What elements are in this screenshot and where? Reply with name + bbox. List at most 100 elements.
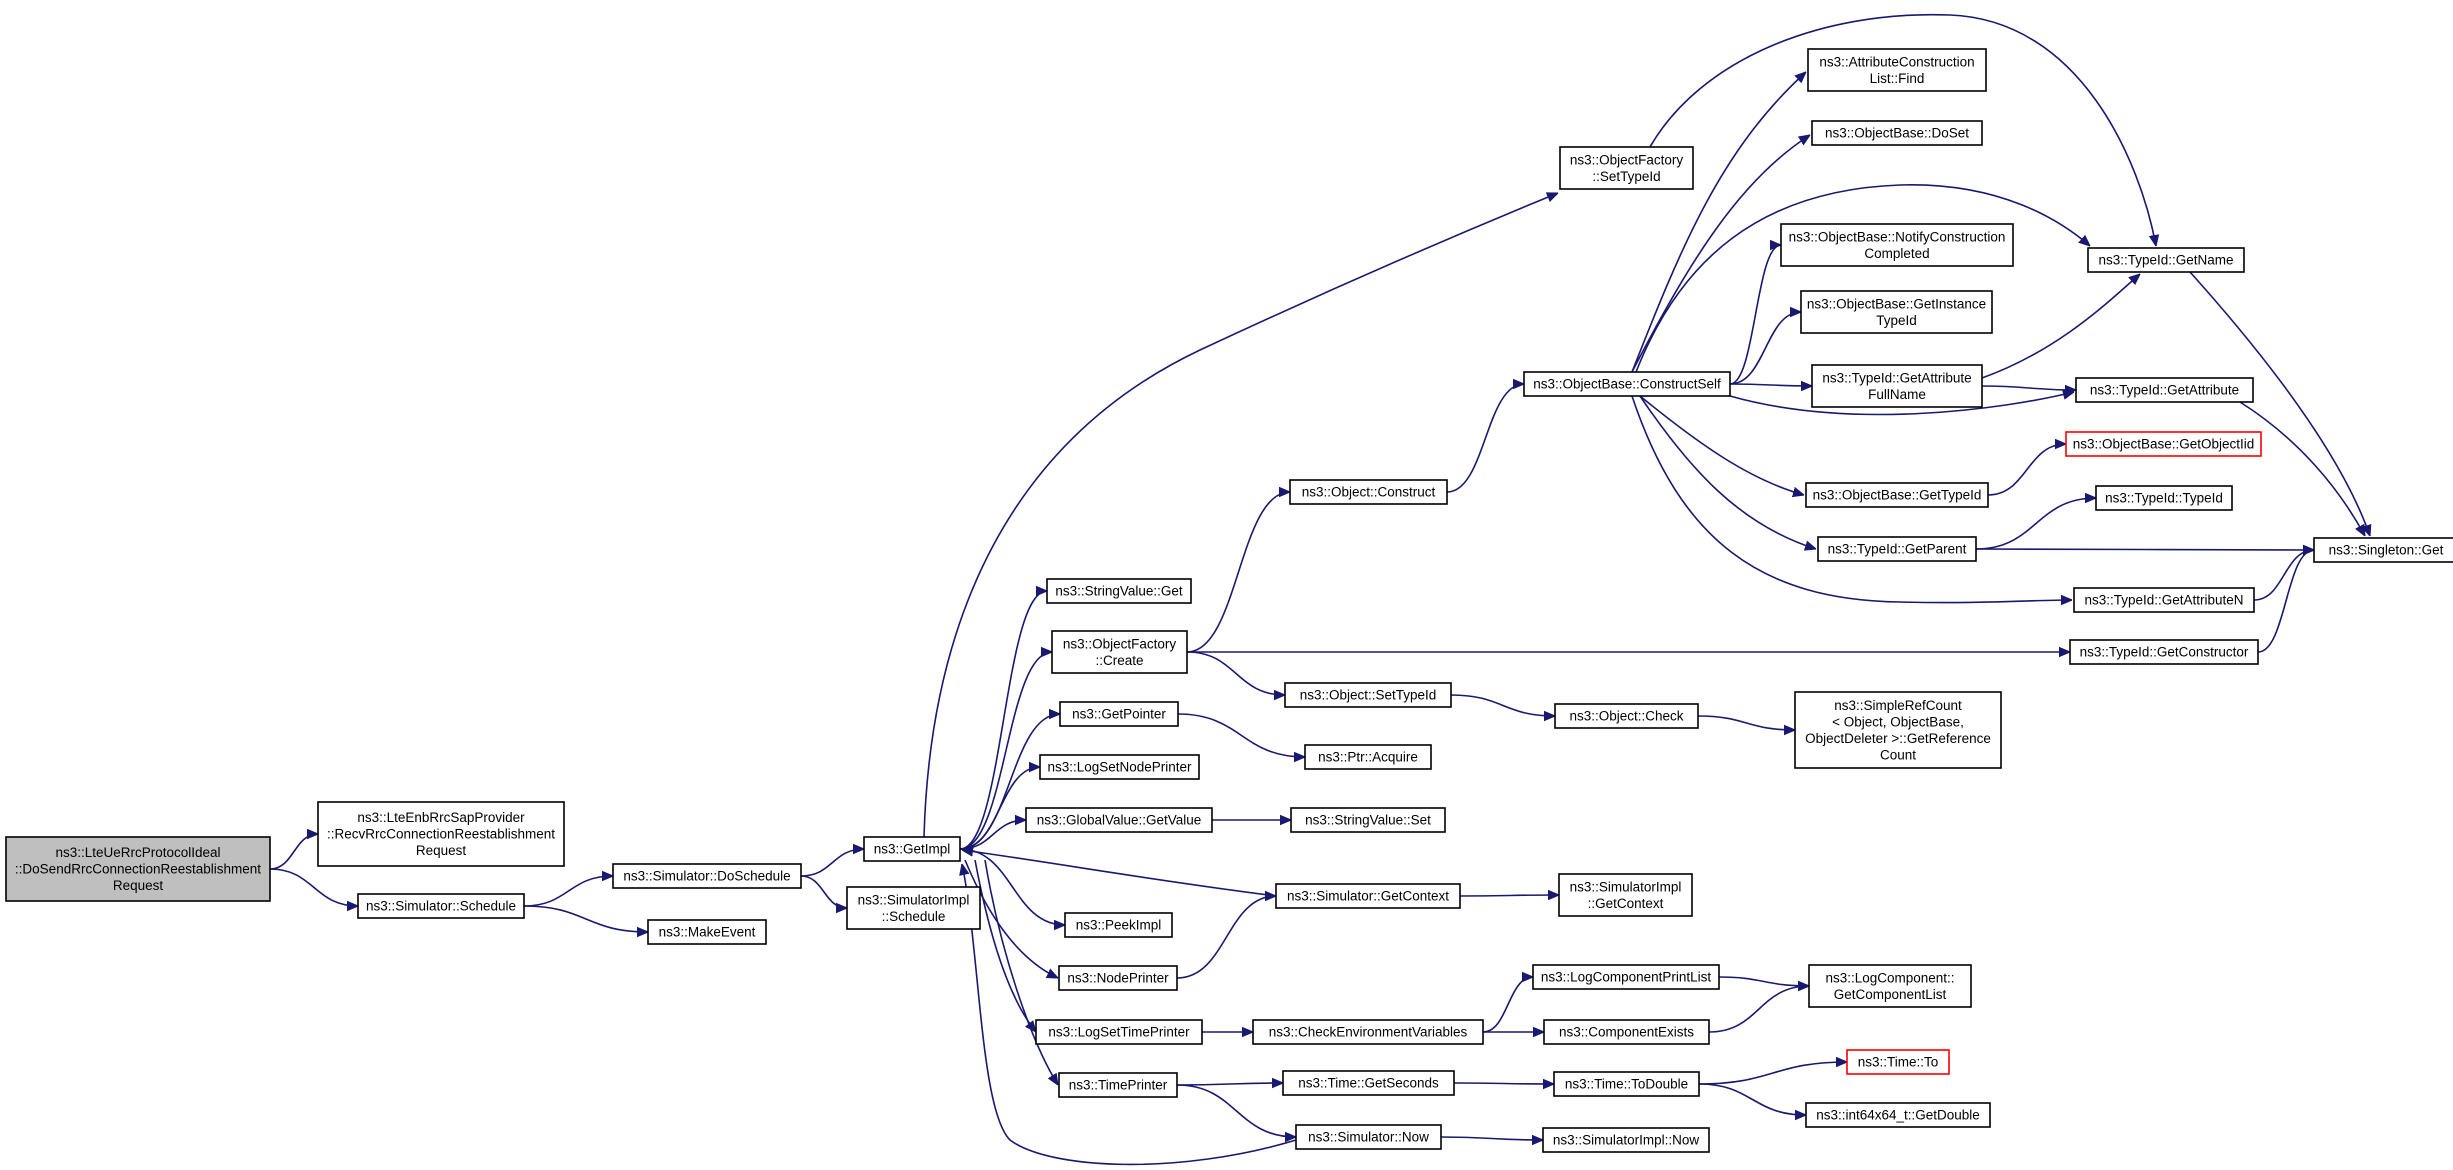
- node-label: ns3::ComponentExists: [1559, 1025, 1694, 1040]
- node-implnow[interactable]: ns3::SimulatorImpl::Now: [1542, 1127, 1710, 1153]
- node-objconstruct[interactable]: ns3::Object::Construct: [1289, 479, 1448, 505]
- node-box: [1058, 1072, 1178, 1098]
- node-label: ns3::TypeId::GetAttributeN: [2084, 593, 2243, 608]
- node-getcomponentlist[interactable]: ns3::LogComponent::GetComponentList: [1808, 964, 1972, 1008]
- node-label: ns3::StringValue::Get: [1055, 584, 1183, 599]
- node-timeto[interactable]: ns3::Time::To: [1846, 1049, 1950, 1075]
- edge-path: [2253, 550, 2315, 601]
- node-logcompprintlist[interactable]: ns3::LogComponentPrintList: [1532, 964, 1720, 990]
- edge-path: [1729, 384, 1812, 386]
- node-typeidgetname[interactable]: ns3::TypeId::GetName: [2087, 247, 2245, 273]
- node-label: ns3::GetPointer: [1072, 707, 1166, 722]
- node-box: [1780, 223, 2014, 267]
- edge-compexists-to-getcomponentlist: [1708, 986, 1809, 1033]
- node-box: [1811, 364, 1983, 408]
- node-label: ObjectDeleter >::GetReference: [1805, 731, 1991, 746]
- node-stringvalueget[interactable]: ns3::StringValue::Get: [1046, 578, 1192, 604]
- node-label: Request: [113, 878, 164, 893]
- node-typeidtypeid[interactable]: ns3::TypeId::TypeId: [2095, 485, 2233, 511]
- node-getimpl[interactable]: ns3::GetImpl: [863, 836, 961, 862]
- node-notifyconstruction[interactable]: ns3::ObjectBase::NotifyConstructionCompl…: [1780, 223, 2014, 267]
- node-implgetcontext[interactable]: ns3::SimulatorImpl::GetContext: [1558, 873, 1693, 917]
- edge-schedule-to-doschedule: [523, 876, 613, 907]
- node-logsettime[interactable]: ns3::LogSetTimePrinter: [1035, 1019, 1203, 1045]
- node-compexists[interactable]: ns3::ComponentExists: [1543, 1019, 1710, 1045]
- node-doset[interactable]: ns3::ObjectBase::DoSet: [1811, 120, 1983, 146]
- node-label: ns3::ObjectBase::GetObjectIid: [2073, 437, 2255, 452]
- node-label: ::DoSendRrcConnectionReestablishment: [15, 862, 261, 877]
- edge-obgettypeid-to-getobjectiid: [1987, 444, 2066, 496]
- node-label: ns3::Object::Check: [1569, 709, 1683, 724]
- node-label: ns3::ObjectFactory: [1063, 636, 1177, 651]
- node-typeidgetparent[interactable]: ns3::TypeId::GetParent: [1817, 536, 1977, 562]
- node-label: ns3::Time::GetSeconds: [1298, 1076, 1439, 1091]
- node-gvgetvalue[interactable]: ns3::GlobalValue::GetValue: [1025, 807, 1213, 833]
- node-singletonget[interactable]: ns3::Singleton::Get: [2313, 537, 2453, 563]
- node-label: ns3::TimePrinter: [1069, 1078, 1168, 1093]
- node-box: [1559, 146, 1694, 190]
- node-box: [1553, 1071, 1700, 1097]
- node-makeevent[interactable]: ns3::MakeEvent: [647, 919, 767, 945]
- node-box: [1532, 964, 1720, 990]
- node-label: ns3::LogComponent::: [1825, 970, 1954, 985]
- edge-root-to-schedule: [269, 868, 358, 906]
- edge-constructself-to-attrlistfind: [1631, 72, 1806, 373]
- edge-factorycreate-to-objsettypeid: [1186, 651, 1285, 695]
- node-timetodouble[interactable]: ns3::Time::ToDouble: [1553, 1071, 1700, 1097]
- edge-doschedule-to-getimpl: [800, 849, 864, 877]
- node-label: ::RecvRrcConnectionReestablishment: [327, 827, 555, 842]
- node-schedule[interactable]: ns3::Simulator::Schedule: [357, 893, 525, 919]
- node-objcheck[interactable]: ns3::Object::Check: [1554, 703, 1699, 729]
- edge-constructself-to-obgettypeid: [1639, 395, 1804, 495]
- node-timeprinter[interactable]: ns3::TimePrinter: [1058, 1072, 1178, 1098]
- node-ptracquire[interactable]: ns3::Ptr::Acquire: [1304, 744, 1432, 770]
- node-box: [1542, 1127, 1710, 1153]
- node-label: ns3::LogSetNodePrinter: [1047, 760, 1192, 775]
- node-typeidgetconstructor[interactable]: ns3::TypeId::GetConstructor: [2069, 639, 2259, 665]
- edge-setfactorytypeid-to-typeidgetname: [1649, 13, 2156, 246]
- node-getpointer[interactable]: ns3::GetPointer: [1059, 701, 1179, 727]
- edge-path: [523, 876, 613, 907]
- node-label: ns3::TypeId::GetAttribute: [1822, 370, 1971, 385]
- node-simplerefcount[interactable]: ns3::SimpleRefCount< Object, ObjectBase,…: [1794, 691, 2002, 769]
- node-logsetnode[interactable]: ns3::LogSetNodePrinter: [1039, 754, 1200, 780]
- node-label: ns3::ObjectBase::DoSet: [1825, 126, 1969, 141]
- node-box: [2087, 247, 2245, 273]
- edge-constructself-to-typeidgetattrn: [1631, 395, 2072, 603]
- edge-checkenv-to-logcompprintlist: [1482, 977, 1534, 1033]
- node-constructself[interactable]: ns3::ObjectBase::ConstructSelf: [1523, 371, 1731, 397]
- node-stringvalueset[interactable]: ns3::StringValue::Set: [1290, 807, 1446, 833]
- node-int64getdouble[interactable]: ns3::int64x64_t::GetDouble: [1805, 1102, 1991, 1128]
- node-label: ns3::SimulatorImpl::Now: [1553, 1133, 1700, 1148]
- node-getobjectiid[interactable]: ns3::ObjectBase::GetObjectIid: [2065, 431, 2262, 457]
- edge-path: [1729, 245, 1782, 385]
- node-root[interactable]: ns3::LteUeRrcProtocolIdeal::DoSendRrcCon…: [5, 836, 271, 902]
- node-obgettypeid[interactable]: ns3::ObjectBase::GetTypeId: [1805, 482, 1989, 508]
- node-simgetcontext[interactable]: ns3::Simulator::GetContext: [1275, 883, 1461, 909]
- node-recv[interactable]: ns3::LteEnbRrcSapProvider::RecvRrcConnec…: [317, 801, 565, 867]
- node-setfactorytypeid[interactable]: ns3::ObjectFactory::SetTypeId: [1559, 146, 1694, 190]
- node-nodeprinter[interactable]: ns3::NodePrinter: [1058, 965, 1178, 991]
- node-box: [1064, 912, 1173, 938]
- node-objsettypeid[interactable]: ns3::Object::SetTypeId: [1284, 682, 1452, 708]
- node-label: ::Create: [1095, 653, 1143, 668]
- node-typeidgetattribute[interactable]: ns3::TypeId::GetAttribute: [2075, 377, 2254, 403]
- node-box: [2075, 377, 2254, 403]
- node-factorycreate[interactable]: ns3::ObjectFactory::Create: [1051, 630, 1188, 674]
- edge-path: [1176, 1084, 1296, 1137]
- edge-path: [800, 849, 864, 877]
- node-box: [1523, 371, 1731, 397]
- node-peekimpl[interactable]: ns3::PeekImpl: [1064, 912, 1173, 938]
- node-label: ns3::ObjectBase::NotifyConstruction: [1789, 229, 2006, 244]
- node-doschedule[interactable]: ns3::Simulator::DoSchedule: [612, 863, 802, 889]
- node-checkenv[interactable]: ns3::CheckEnvironmentVariables: [1252, 1019, 1484, 1045]
- edge-constructself-to-getattrfullname: [1729, 384, 1812, 386]
- node-label: < Object, ObjectBase,: [1832, 714, 1964, 729]
- node-simimplsched[interactable]: ns3::SimulatorImpl::Schedule: [846, 886, 981, 930]
- node-timegetseconds[interactable]: ns3::Time::GetSeconds: [1282, 1070, 1455, 1096]
- node-typeidgetattrn[interactable]: ns3::TypeId::GetAttributeN: [2073, 587, 2255, 613]
- node-simnow[interactable]: ns3::Simulator::Now: [1295, 1124, 1442, 1150]
